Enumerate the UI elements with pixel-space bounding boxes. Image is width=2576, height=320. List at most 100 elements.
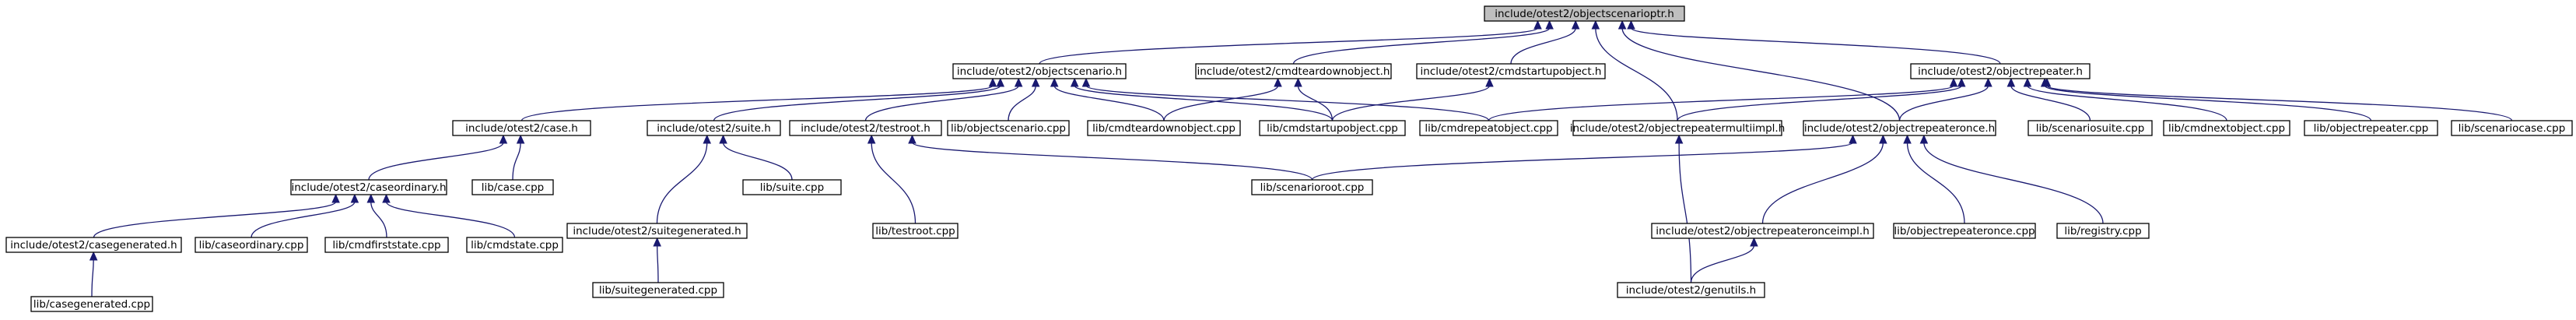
node-box[interactable] <box>2028 120 2153 136</box>
node-label[interactable]: lib/suite.cpp <box>760 181 824 194</box>
node-box[interactable] <box>471 179 554 195</box>
node-label[interactable]: include/otest2/suitegenerated.h <box>573 225 741 237</box>
node-box[interactable] <box>1893 223 2036 239</box>
node-box[interactable] <box>1195 63 1392 79</box>
node-label[interactable]: lib/cmdstate.cpp <box>471 239 559 251</box>
graph-node-casegen_h[interactable]: include/otest2/casegenerated.h <box>5 237 182 253</box>
node-label[interactable]: include/otest2/genutils.h <box>1626 284 1756 297</box>
graph-node-objscenario_h[interactable]: include/otest2/objectscenario.h <box>952 63 1127 79</box>
node-box[interactable] <box>952 63 1127 79</box>
graph-node-objreponce_cpp[interactable]: lib/objectrepeateronce.cpp <box>1893 223 2036 239</box>
node-box[interactable] <box>2056 223 2150 239</box>
node-box[interactable] <box>789 120 942 136</box>
graph-node-testroot_h[interactable]: include/otest2/testroot.h <box>789 120 942 136</box>
node-box[interactable] <box>5 237 182 253</box>
node-box[interactable] <box>2163 120 2290 136</box>
node-label[interactable]: include/otest2/case.h <box>465 122 578 135</box>
node-label[interactable]: lib/testroot.cpp <box>875 225 955 237</box>
graph-node-objreponceimpl_h[interactable]: include/otest2/objectrepeateronceimpl.h <box>1651 223 1874 239</box>
node-label[interactable]: include/otest2/suite.h <box>657 122 771 135</box>
node-label[interactable]: lib/scenariocase.cpp <box>2459 122 2566 135</box>
node-box[interactable] <box>466 237 563 253</box>
node-box[interactable] <box>1803 120 1996 136</box>
node-box[interactable] <box>290 179 447 195</box>
graph-node-casegen_cpp[interactable]: lib/casegenerated.cpp <box>30 296 153 312</box>
graph-node-caseordinary_cpp[interactable]: lib/caseordinary.cpp <box>195 237 308 253</box>
node-label[interactable]: lib/objectrepeater.cpp <box>2314 122 2429 135</box>
graph-node-cmdstartup_cpp[interactable]: lib/cmdstartupobject.cpp <box>1259 120 1406 136</box>
node-box[interactable] <box>647 120 781 136</box>
graph-node-testroot_cpp[interactable]: lib/testroot.cpp <box>872 223 959 239</box>
graph-node-suite_h[interactable]: include/otest2/suite.h <box>647 120 781 136</box>
graph-node-cmdnext_cpp[interactable]: lib/cmdnextobject.cpp <box>2163 120 2290 136</box>
node-label[interactable]: lib/scenarioroot.cpp <box>1260 181 1365 194</box>
node-label[interactable]: lib/objectrepeateronce.cpp <box>1894 225 2035 237</box>
node-label[interactable]: lib/suitegenerated.cpp <box>599 284 717 297</box>
node-box[interactable] <box>1259 120 1406 136</box>
node-label[interactable]: lib/caseordinary.cpp <box>199 239 304 251</box>
graph-node-registry_cpp[interactable]: lib/registry.cpp <box>2056 223 2150 239</box>
graph-node-caseordinary_h[interactable]: include/otest2/caseordinary.h <box>290 179 447 195</box>
node-box[interactable] <box>452 120 591 136</box>
node-label[interactable]: include/otest2/objectrepeateronce.h <box>1804 122 1995 135</box>
node-box[interactable] <box>947 120 1070 136</box>
node-label[interactable]: include/otest2/testroot.h <box>801 122 931 135</box>
node-box[interactable] <box>872 223 959 239</box>
graph-node-objrepeater_cpp[interactable]: lib/objectrepeater.cpp <box>2304 120 2438 136</box>
node-box[interactable] <box>1087 120 1241 136</box>
node-box[interactable] <box>592 282 724 298</box>
node-box[interactable] <box>2304 120 2438 136</box>
node-box[interactable] <box>30 296 153 312</box>
node-label[interactable]: lib/cmdnextobject.cpp <box>2168 122 2285 135</box>
node-label[interactable]: lib/cmdfirststate.cpp <box>332 239 440 251</box>
graph-node-case_h[interactable]: include/otest2/case.h <box>452 120 591 136</box>
node-label[interactable]: lib/case.cpp <box>482 181 545 194</box>
node-label[interactable]: include/otest2/objectscenarioptr.h <box>1495 8 1674 20</box>
node-box[interactable] <box>1572 120 1782 136</box>
graph-node-case_cpp[interactable]: lib/case.cpp <box>471 179 554 195</box>
graph-node-genutils_h[interactable]: include/otest2/genutils.h <box>1617 282 1765 298</box>
node-label[interactable]: include/otest2/objectrepeatermultiimpl.h <box>1570 122 1786 135</box>
node-box[interactable] <box>742 179 842 195</box>
node-label[interactable]: lib/objectscenario.cpp <box>951 122 1066 135</box>
node-label[interactable]: lib/registry.cpp <box>2064 225 2141 237</box>
graph-node-objrepmulti_h[interactable]: include/otest2/objectrepeatermultiimpl.h <box>1570 120 1786 136</box>
graph-node-scenarioroot_cpp[interactable]: lib/scenarioroot.cpp <box>1251 179 1373 195</box>
node-box[interactable] <box>566 223 748 239</box>
node-box[interactable] <box>324 237 449 253</box>
graph-node-objreponce_h[interactable]: include/otest2/objectrepeateronce.h <box>1803 120 1996 136</box>
graph-node-objrepeater_h[interactable]: include/otest2/objectrepeater.h <box>1910 63 2091 79</box>
graph-node-cmdstartup_h[interactable]: include/otest2/cmdstartupobject.h <box>1416 63 1606 79</box>
node-box[interactable] <box>1617 282 1765 298</box>
graph-node-suitegen_h[interactable]: include/otest2/suitegenerated.h <box>566 223 748 239</box>
node-box[interactable] <box>1651 223 1874 239</box>
node-label[interactable]: include/otest2/objectscenario.h <box>957 65 1122 78</box>
graph-node-cmdfirststate_cpp[interactable]: lib/cmdfirststate.cpp <box>324 237 449 253</box>
node-box[interactable] <box>1419 120 1558 136</box>
node-box[interactable] <box>1251 179 1373 195</box>
node-label[interactable]: lib/casegenerated.cpp <box>33 298 150 311</box>
node-label[interactable]: lib/scenariosuite.cpp <box>2036 122 2145 135</box>
graph-node-scenariocase_cpp[interactable]: lib/scenariocase.cpp <box>2451 120 2573 136</box>
node-label[interactable]: lib/cmdstartupobject.cpp <box>1267 122 1398 135</box>
graph-node-objscenario_cpp[interactable]: lib/objectscenario.cpp <box>947 120 1070 136</box>
graph-node-scenariosuite_cpp[interactable]: lib/scenariosuite.cpp <box>2028 120 2153 136</box>
node-box[interactable] <box>1416 63 1606 79</box>
node-box[interactable] <box>195 237 308 253</box>
node-label[interactable]: include/otest2/cmdteardownobject.h <box>1197 65 1390 78</box>
graph-node-cmdstate_cpp[interactable]: lib/cmdstate.cpp <box>466 237 563 253</box>
graph-node-suite_cpp[interactable]: lib/suite.cpp <box>742 179 842 195</box>
node-box[interactable] <box>1910 63 2091 79</box>
graph-node-cmdteardown_h[interactable]: include/otest2/cmdteardownobject.h <box>1195 63 1392 79</box>
node-box[interactable] <box>2451 120 2573 136</box>
node-label[interactable]: include/otest2/casegenerated.h <box>10 239 177 251</box>
node-label[interactable]: include/otest2/objectrepeateronceimpl.h <box>1656 225 1870 237</box>
node-label[interactable]: include/otest2/cmdstartupobject.h <box>1421 65 1602 78</box>
graph-node-root[interactable]: include/otest2/objectscenarioptr.h <box>1484 5 1685 22</box>
node-label[interactable]: lib/cmdrepeatobject.cpp <box>1425 122 1552 135</box>
node-label[interactable]: lib/cmdteardownobject.cpp <box>1092 122 1235 135</box>
graph-node-suitegen_cpp[interactable]: lib/suitegenerated.cpp <box>592 282 724 298</box>
node-label[interactable]: include/otest2/objectrepeater.h <box>1918 65 2083 78</box>
node-label[interactable]: include/otest2/caseordinary.h <box>292 181 447 194</box>
node-box[interactable] <box>1484 5 1685 22</box>
